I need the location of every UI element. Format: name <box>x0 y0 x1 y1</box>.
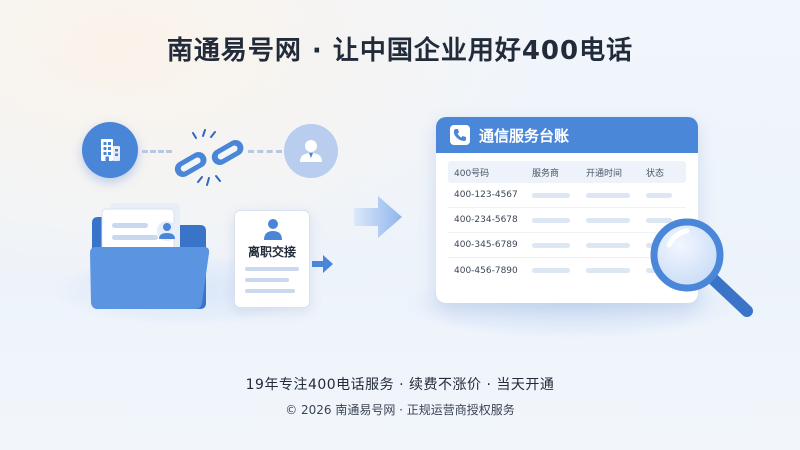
ledger-title: 通信服务台账 <box>479 126 570 145</box>
phone-number: 400-345-6789 <box>454 240 518 250</box>
placeholder-bar <box>586 192 630 198</box>
user-icon <box>284 124 338 178</box>
phone-number: 400-234-5678 <box>454 215 518 225</box>
ledger-table: 400号码 服务商 开通时间 状态 400-123-4567 400-234-5… <box>448 161 686 283</box>
phone-icon <box>450 125 470 145</box>
table-header-row: 400号码 服务商 开通时间 状态 <box>448 161 686 183</box>
arrow-right-icon <box>354 196 402 238</box>
person-icon <box>264 219 282 240</box>
ledger-header: 通信服务台账 <box>436 117 698 153</box>
dashed-connector <box>142 150 172 153</box>
placeholder-bar <box>586 268 630 273</box>
placeholder-bar <box>646 192 672 198</box>
dashed-connector <box>248 150 282 153</box>
column-header: 开通时间 <box>586 168 623 179</box>
page-title: 南通易号网 · 让中国企业用好400电话 <box>166 36 634 66</box>
magnifier-icon <box>650 218 753 317</box>
phone-number: 400-456-7890 <box>454 265 518 276</box>
handover-label: 离职交接 <box>247 245 296 259</box>
folder-icon <box>90 203 210 309</box>
column-header: 400号码 <box>454 168 490 179</box>
footer-copyright: © 2026 南通易号网 · 正规运营商授权服务 <box>285 403 515 417</box>
text-line <box>245 267 299 271</box>
ledger-card: 通信服务台账 400号码 服务商 开通时间 状态 400-123-4567 40… <box>436 117 698 303</box>
table-row: 400-234-5678 <box>448 208 686 233</box>
text-line <box>245 289 295 293</box>
placeholder-bar <box>532 242 570 248</box>
broken-chain-icon <box>174 129 244 186</box>
tagline: 19年专注400电话服务 · 续费不涨价 · 当天开通 <box>245 377 555 393</box>
phone-number: 400-123-4567 <box>454 190 518 200</box>
text-line <box>245 278 289 282</box>
column-header: 状态 <box>646 168 665 179</box>
placeholder-bar <box>532 192 570 198</box>
table-row: 400-123-4567 <box>448 183 686 208</box>
column-header: 服务商 <box>532 168 560 179</box>
placeholder-bar <box>586 242 630 248</box>
placeholder-bar <box>646 217 672 223</box>
arrow-right-icon <box>312 255 333 273</box>
placeholder-bar <box>532 217 570 223</box>
placeholder-bar <box>586 217 630 223</box>
placeholder-bar <box>532 268 570 273</box>
handover-card: 离职交接 <box>234 210 310 308</box>
building-icon <box>82 122 138 178</box>
